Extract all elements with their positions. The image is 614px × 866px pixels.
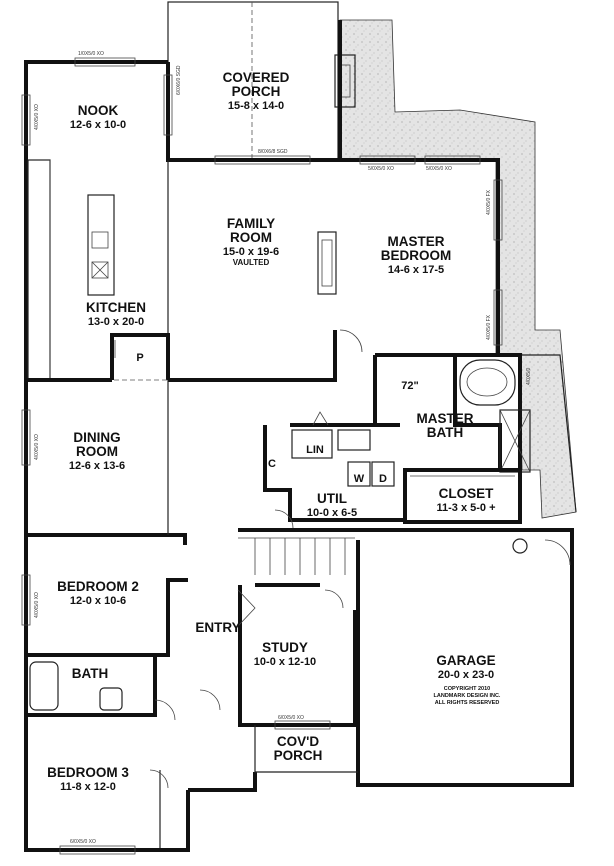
room-note: VAULTED (233, 258, 270, 267)
room-dimensions: 15-0 x 19-6 (223, 246, 279, 258)
stairs (238, 537, 355, 575)
room-dimensions: 12-6 x 10-0 (70, 119, 126, 131)
svg-text:6/0X6/0 SGD: 6/0X6/0 SGD (176, 65, 182, 95)
room-name: BATH (427, 425, 464, 440)
room-name: ROOM (230, 230, 272, 245)
windows (21, 57, 503, 855)
room-label-bedroom-3: BEDROOM 311-8 x 12-0 (47, 765, 129, 793)
coat-closet-label: C (268, 458, 276, 470)
room-name: GARAGE (436, 653, 495, 668)
interior-walls (26, 159, 572, 848)
svg-text:8/0X6/8 SGD: 8/0X6/8 SGD (258, 149, 288, 155)
room-dimensions: 20-0 x 23-0 (438, 669, 494, 681)
pantry-label: P (136, 352, 143, 364)
room-label-bedroom-2: BEDROOM 212-0 x 10-6 (57, 579, 139, 607)
room-name: BEDROOM (381, 248, 452, 263)
room-name: BEDROOM 3 (47, 765, 129, 780)
svg-text:LANDMARK DESIGN INC.: LANDMARK DESIGN INC. (434, 693, 501, 699)
room-dimensions: 15-8 x 14-0 (228, 100, 284, 112)
room-name: UTIL (317, 491, 347, 506)
svg-text:5/0X5/0 XO: 5/0X5/0 XO (368, 166, 394, 172)
room-name: CLOSET (439, 486, 495, 501)
svg-text:1/0X5/0 XO: 1/0X5/0 XO (78, 51, 104, 57)
room-name: FAMILY (227, 216, 275, 231)
fixture-labels: P LIN C W D 72" (136, 352, 418, 485)
svg-text:5/0X5/0 XO: 5/0X5/0 XO (426, 166, 452, 172)
svg-text:4/0X5/0 FX: 4/0X5/0 FX (486, 314, 492, 340)
room-name: DINING (73, 430, 120, 445)
room-name: BATH (72, 666, 109, 681)
room-dimensions: 11-3 x 5-0 + (436, 502, 495, 514)
room-dimensions: 10-0 x 12-10 (254, 656, 316, 668)
svg-text:4/0X5/0: 4/0X5/0 (526, 368, 532, 385)
room-name: BEDROOM 2 (57, 579, 139, 594)
room-name: KITCHEN (86, 300, 146, 315)
room-label-entry: ENTRY (195, 620, 240, 635)
svg-text:4/0X5/0 XO: 4/0X5/0 XO (34, 434, 40, 460)
room-name: PORCH (232, 84, 281, 99)
svg-text:4/0X5/0 XO: 4/0X5/0 XO (34, 592, 40, 618)
svg-text:6/0X5/0 XO: 6/0X5/0 XO (70, 839, 96, 845)
room-name: ENTRY (195, 620, 240, 635)
room-name: MASTER (417, 411, 474, 426)
copyright-notice: COPYRIGHT 2010 LANDMARK DESIGN INC. ALL … (434, 686, 501, 706)
svg-text:4/0X5/0 XO: 4/0X5/0 XO (34, 104, 40, 130)
doors (114, 329, 571, 789)
washer-label: W (354, 473, 365, 485)
patio-area (339, 19, 577, 519)
dryer-label: D (379, 473, 387, 485)
svg-text:6/0X5/0 XO: 6/0X5/0 XO (278, 715, 304, 721)
room-name: STUDY (262, 640, 308, 655)
room-dimensions: 12-6 x 13-6 (69, 460, 125, 472)
room-dimensions: 13-0 x 20-0 (88, 316, 144, 328)
svg-text:4/0X5/0 FX: 4/0X5/0 FX (486, 189, 492, 215)
shower-size-label: 72" (401, 380, 418, 392)
svg-text:COPYRIGHT 2010: COPYRIGHT 2010 (444, 686, 490, 692)
room-dimensions: 11-8 x 12-0 (60, 781, 116, 793)
room-dimensions: 12-0 x 10-6 (70, 595, 126, 607)
room-name: COV'D (277, 734, 319, 749)
room-dimensions: 14-6 x 17-5 (388, 264, 444, 276)
room-name: PORCH (274, 748, 323, 763)
window-callouts: 1/0X5/0 XO 6/0X6/0 SGD 8/0X6/8 SGD 5/0X5… (34, 51, 532, 845)
room-label-bath: BATH (72, 666, 109, 681)
room-name: MASTER (388, 234, 445, 249)
room-dimensions: 10-0 x 6-5 (307, 507, 357, 519)
room-name: ROOM (76, 444, 118, 459)
room-name: COVERED (223, 70, 290, 85)
svg-text:ALL RIGHTS RESERVED: ALL RIGHTS RESERVED (435, 700, 500, 706)
linen-label: LIN (306, 444, 324, 456)
room-name: NOOK (78, 103, 119, 118)
